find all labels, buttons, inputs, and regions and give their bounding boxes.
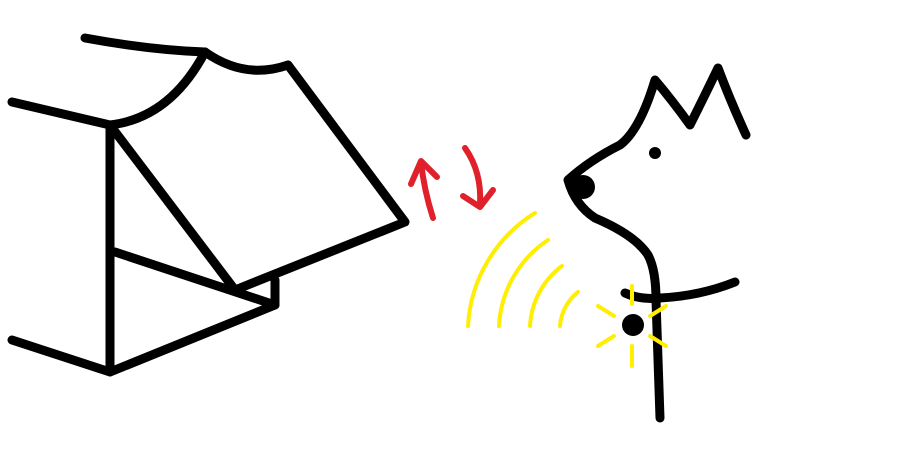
dog-nose-icon xyxy=(571,175,595,199)
signal-waves-icon xyxy=(466,211,580,328)
dog-icon xyxy=(563,63,751,423)
collar-tag-icon xyxy=(596,284,668,368)
dog-eye-icon xyxy=(649,147,661,159)
pet-door-icon xyxy=(7,33,410,377)
swing-arrows-icon xyxy=(408,145,496,221)
